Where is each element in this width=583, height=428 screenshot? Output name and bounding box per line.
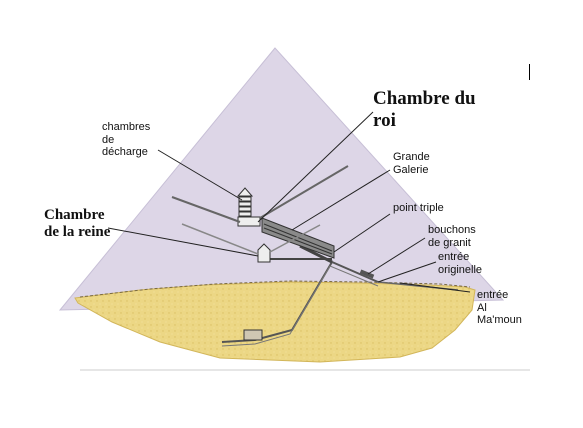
label-al-mamoun-entrance: entrée Al Ma'moun <box>477 289 522 327</box>
label-relieving-chambers: chambres de décharge <box>102 121 150 159</box>
label-triple-point: point triple <box>393 202 444 215</box>
label-al-mamoun-line1: entrée <box>477 289 509 301</box>
label-kings-chamber-line2: roi <box>373 109 396 131</box>
queens-south-shaft <box>269 224 321 253</box>
label-kings-chamber: Chambre du roi <box>373 88 476 132</box>
label-original-entrance-line2: originelle <box>438 263 483 276</box>
leader-queens-chamber <box>107 227 259 257</box>
label-al-mamoun-line3: Ma'moun <box>477 314 522 327</box>
kings-chamber <box>237 216 261 227</box>
text-cursor <box>529 64 530 80</box>
label-queens-chamber-line1: Chambre <box>44 207 105 223</box>
leader-relieving-chambers <box>157 149 243 201</box>
label-queens-chamber: Chambre de la reine <box>44 207 110 242</box>
label-granite-plugs-line1: bouchons <box>428 224 476 236</box>
label-kings-chamber-line1: Chambre du <box>373 88 476 109</box>
label-triple-point-text: point triple <box>393 202 444 214</box>
leader-grand-gallery <box>291 169 391 231</box>
label-relieving-line1: chambres <box>102 121 151 133</box>
queens-north-shaft <box>181 223 259 255</box>
label-relieving-line2: de <box>102 133 115 146</box>
ground-line <box>79 280 471 298</box>
label-granite-plugs: bouchons de granit <box>428 224 476 249</box>
label-original-entrance-line1: entrée <box>438 251 470 263</box>
subterranean-chamber <box>243 329 263 341</box>
label-granite-plugs-line2: de granit <box>428 236 471 249</box>
relieving-chambers <box>236 187 254 217</box>
kings-north-shaft <box>171 196 241 223</box>
bedrock-ground <box>74 281 476 363</box>
label-relieving-line3: décharge <box>102 146 148 159</box>
leader-kings-chamber <box>257 111 374 223</box>
descending-passage-inner <box>221 265 379 347</box>
label-grand-gallery-line2: Galerie <box>393 163 429 176</box>
granite-plugs <box>359 269 375 279</box>
gallery-line-2 <box>263 227 333 255</box>
label-al-mamoun-line2: Al <box>477 301 487 314</box>
kings-south-shaft <box>259 165 349 219</box>
leader-granite-plugs <box>367 237 426 275</box>
leader-triple-point <box>333 213 391 253</box>
leader-original-entrance <box>377 261 437 283</box>
label-grand-gallery: Grande Galerie <box>393 151 430 176</box>
label-queens-chamber-line2: de la reine <box>44 224 111 241</box>
label-original-entrance: entrée originelle <box>438 251 482 276</box>
leader-lines <box>107 111 471 293</box>
leader-al-mamoun <box>399 282 471 293</box>
queens-chamber <box>257 243 271 263</box>
label-grand-gallery-line1: Grande <box>393 151 430 163</box>
